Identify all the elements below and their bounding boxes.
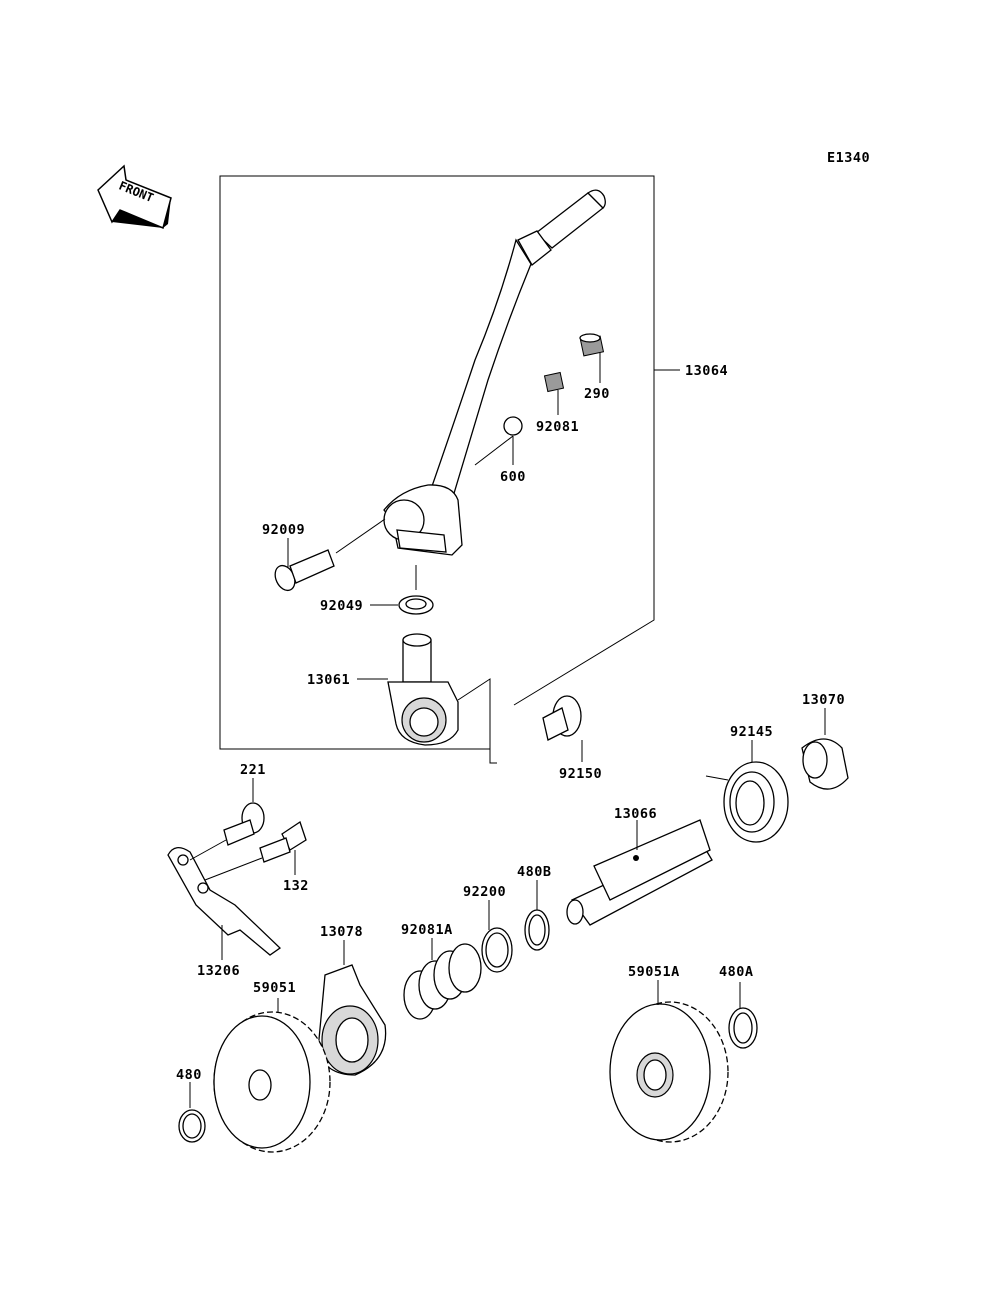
callout-480B: 480B xyxy=(517,864,552,880)
diagram-code: E1340 xyxy=(827,150,870,166)
part-480 xyxy=(178,1109,206,1143)
part-92049 xyxy=(398,595,434,615)
part-13078 xyxy=(317,964,387,1076)
callout-59051: 59051 xyxy=(253,980,296,996)
part-92081 xyxy=(543,371,565,393)
callout-13070: 13070 xyxy=(802,692,845,708)
part-92009 xyxy=(274,518,386,592)
callout-13066: 13066 xyxy=(614,806,657,822)
kick-pedal-lever xyxy=(383,189,606,556)
callout-480: 480 xyxy=(176,1067,202,1083)
callout-13064: 13064 xyxy=(685,363,728,379)
callout-13206: 13206 xyxy=(197,963,240,979)
callout-290: 290 xyxy=(584,386,610,402)
part-92145 xyxy=(705,761,789,843)
callout-59051A: 59051A xyxy=(628,964,680,980)
part-600 xyxy=(503,416,523,436)
part-92150 xyxy=(542,695,582,741)
callout-92049: 92049 xyxy=(320,598,363,614)
callout-132: 132 xyxy=(283,878,309,894)
part-92200 xyxy=(481,927,513,973)
part-480B xyxy=(524,909,550,951)
assembly-box xyxy=(219,175,655,764)
front-arrow-icon: FRONT xyxy=(97,164,172,230)
callouts: 13064 290 92081 600 92009 92049 13061 92… xyxy=(176,363,845,1083)
callout-13078: 13078 xyxy=(320,924,363,940)
part-13066 xyxy=(566,819,713,926)
part-59051 xyxy=(213,1011,331,1153)
part-59051A xyxy=(609,1001,729,1143)
callout-600: 600 xyxy=(500,469,526,485)
callout-13061: 13061 xyxy=(307,672,350,688)
callout-92009: 92009 xyxy=(262,522,305,538)
part-132 xyxy=(204,820,307,881)
callout-221: 221 xyxy=(240,762,266,778)
part-13206 xyxy=(167,847,282,956)
part-290 xyxy=(579,333,605,357)
part-221 xyxy=(189,802,265,861)
leader-lines xyxy=(189,352,826,1108)
callout-92150: 92150 xyxy=(559,766,602,782)
part-92081A xyxy=(403,943,482,1020)
part-480A xyxy=(728,1007,758,1049)
callout-92200: 92200 xyxy=(463,884,506,900)
callout-92081: 92081 xyxy=(536,419,579,435)
callout-480A: 480A xyxy=(719,964,754,980)
part-13070 xyxy=(801,738,849,790)
part-13061 xyxy=(387,633,459,746)
callout-92145: 92145 xyxy=(730,724,773,740)
callout-92081A: 92081A xyxy=(401,922,453,938)
